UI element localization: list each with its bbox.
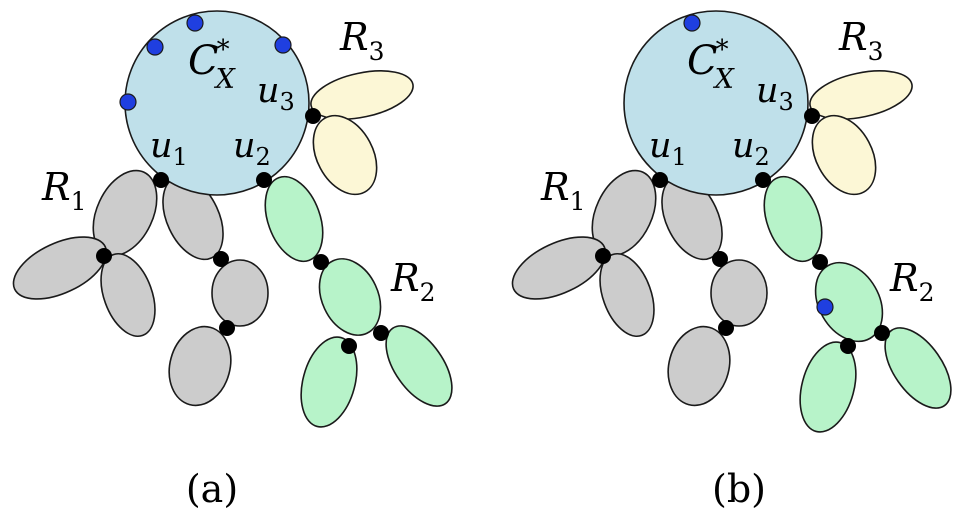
cut-vertex (341, 338, 357, 354)
region-r2 (264, 175, 453, 428)
label-r3: R3 (838, 15, 884, 66)
r3-block (809, 70, 913, 120)
terminals (119, 14, 292, 111)
cut-vertices (595, 108, 890, 354)
cut-vertex-u3 (804, 108, 820, 124)
cut-vertex (595, 248, 611, 264)
r2-block (300, 336, 358, 428)
r1-block (12, 236, 108, 300)
cut-vertex (840, 338, 856, 354)
r3-block (312, 114, 378, 196)
terminal-vertex (683, 14, 701, 32)
cut-vertex (373, 325, 389, 341)
cut-vertex-u3 (305, 108, 321, 124)
r1-block (211, 259, 269, 327)
r2-block (884, 327, 952, 409)
label-u2: u2 (732, 126, 770, 171)
caption-a: (a) (186, 467, 238, 511)
r2-block (763, 175, 823, 263)
label-cx: C*X (687, 35, 736, 95)
r1-block (710, 259, 768, 327)
r1-block (100, 252, 156, 338)
cut-vertex-u2 (256, 172, 272, 188)
terminal-vertex (274, 36, 292, 54)
terminal-vertex (186, 14, 204, 32)
region-r3 (809, 70, 913, 196)
r1-block (168, 325, 232, 407)
cut-vertices (96, 108, 389, 354)
label-u1: u1 (150, 126, 188, 171)
terminal-vertex (146, 38, 164, 56)
core-circle-cx (623, 10, 809, 196)
caption-b: (b) (712, 467, 766, 511)
r3-block (310, 70, 414, 120)
region-r1 (511, 169, 768, 407)
cut-vertex-u1 (652, 172, 668, 188)
region-r3 (310, 70, 414, 196)
r2-block (318, 258, 382, 336)
r1-block (599, 252, 655, 338)
label-cx: C*X (188, 35, 237, 95)
r1-block (667, 325, 731, 407)
label-r2: R2 (390, 256, 436, 307)
cut-vertex (712, 251, 728, 267)
cut-vertex (96, 248, 112, 264)
cut-vertex (313, 254, 329, 270)
label-u3: u3 (756, 71, 794, 116)
cut-vertex (812, 254, 828, 270)
terminal-vertex (119, 93, 137, 111)
label-r1: R1 (41, 165, 87, 216)
label-u2: u2 (233, 126, 271, 171)
terminals (683, 14, 834, 316)
label-u3: u3 (257, 71, 295, 116)
r2-block (385, 325, 453, 407)
label-r1: R1 (540, 165, 586, 216)
cut-vertex (718, 320, 734, 336)
label-r3: R3 (339, 15, 385, 66)
r2-block (799, 341, 857, 433)
cut-vertex-u2 (755, 172, 771, 188)
region-r1 (12, 169, 269, 407)
r3-block (811, 114, 877, 196)
label-u1: u1 (649, 126, 687, 171)
r1-block (511, 236, 607, 300)
panel-b: C*X R3 u3 u1 u2 R1 R2 (b) (511, 10, 952, 511)
cut-vertex-u1 (153, 172, 169, 188)
terminal-vertex (816, 298, 834, 316)
cut-vertex (213, 251, 229, 267)
r2-block (814, 261, 884, 343)
panel-a: C*X R3 u3 u1 u2 R1 R2 (a) (12, 10, 453, 511)
cut-vertex (219, 320, 235, 336)
cut-vertex (874, 325, 890, 341)
r2-block (264, 175, 324, 263)
label-r2: R2 (889, 256, 935, 307)
region-r2 (763, 175, 952, 433)
